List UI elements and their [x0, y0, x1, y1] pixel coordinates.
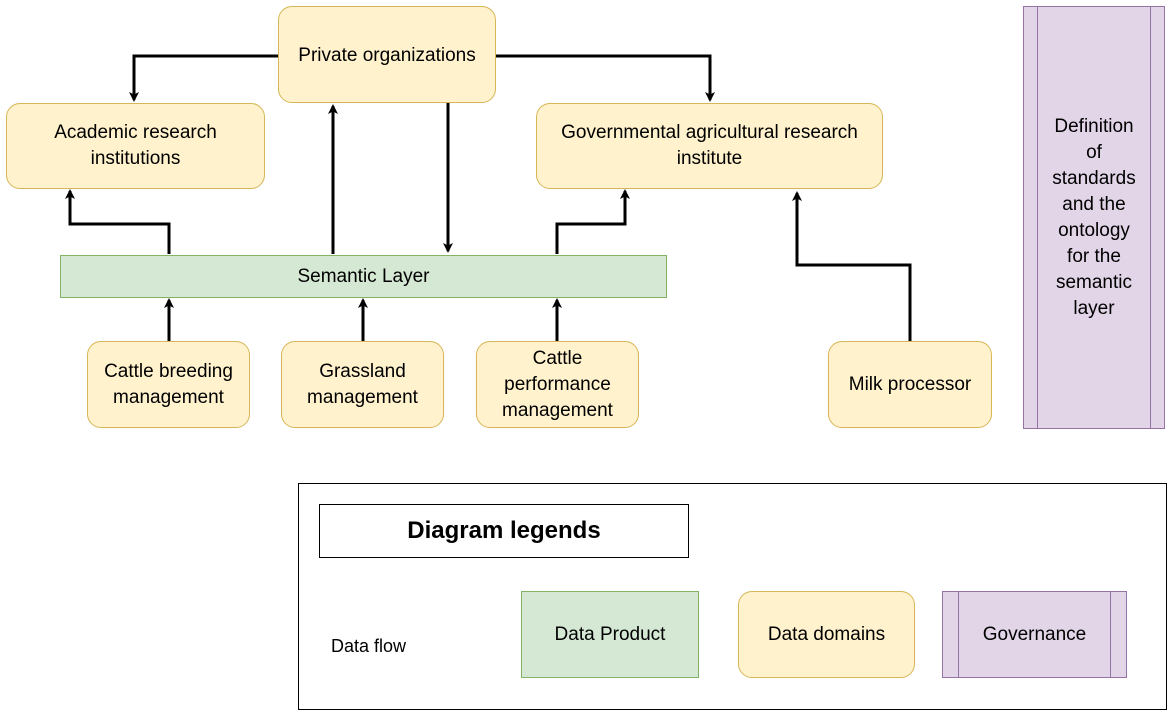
- node-academic-research-institutions: Academic research institutions: [6, 103, 265, 189]
- node-grassland-management: Grassland management: [281, 341, 444, 428]
- node-semantic-layer: Semantic Layer: [60, 255, 667, 298]
- flow-private-to-governmental: [495, 54, 715, 102]
- legend-data-flow-label: Data flow: [331, 636, 407, 656]
- legend-data-product: Data Product: [521, 591, 699, 678]
- flow-private-to-academic: [129, 54, 278, 102]
- legend-governance-label: Governance: [982, 623, 1087, 645]
- node-milk-processor: Milk processor: [828, 341, 992, 428]
- node-cattle-breeding-management: Cattle breeding management: [87, 341, 250, 428]
- node-governance-definition: Definition of standards and the ontology…: [1023, 6, 1165, 429]
- flow-milk-to-governmental: [792, 191, 912, 341]
- governance-definition-label: Definition of standards and the ontology…: [1052, 115, 1136, 319]
- flow-semantic-to-governmental: [555, 189, 630, 254]
- legend-governance: Governance: [942, 591, 1127, 678]
- flow-semantic-to-academic: [65, 189, 171, 254]
- node-private-organizations: Private organizations: [278, 6, 496, 103]
- legend-title: Diagram legends: [319, 504, 689, 558]
- node-cattle-performance-management: Cattle performance management: [476, 341, 639, 428]
- node-governmental-research-institute: Governmental agricultural research insti…: [536, 103, 883, 189]
- legend-data-domains: Data domains: [738, 591, 915, 678]
